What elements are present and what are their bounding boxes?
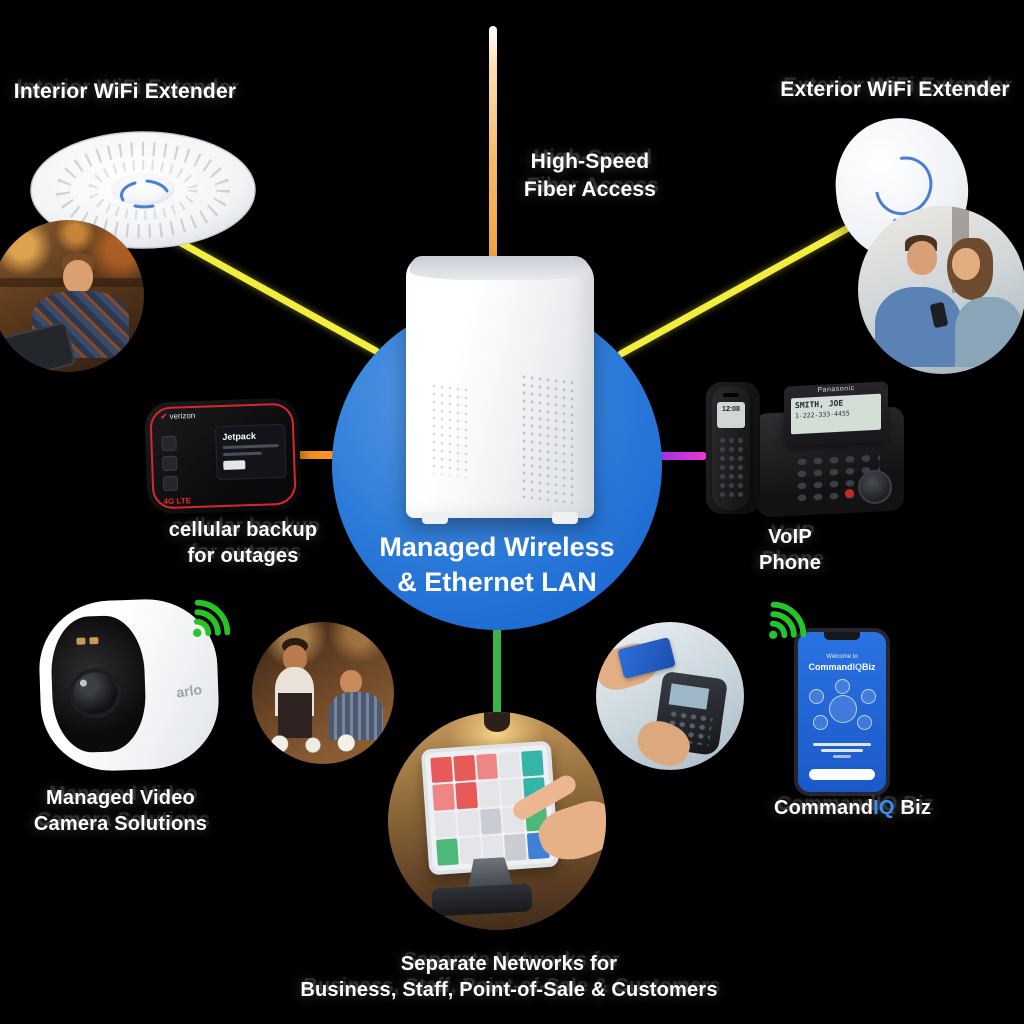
- photo-shirt: [328, 691, 383, 740]
- handset-keypad: [718, 436, 744, 500]
- caller-number: 1-222-333-4455: [795, 409, 850, 421]
- camera-sensor: [76, 637, 86, 645]
- app-device-map: [809, 679, 876, 733]
- wifi-signal-icon: [746, 582, 825, 661]
- photo-coffee-cups: [263, 732, 375, 756]
- phone-handset: 12:08: [712, 386, 750, 510]
- handset-earpiece: [723, 393, 739, 397]
- phone-lcd: SMITH, JOE 1-222-333-4455: [791, 393, 881, 435]
- photo-face: [283, 644, 308, 672]
- brand-check-icon: ✔: [160, 411, 168, 422]
- voip-line: [650, 452, 707, 460]
- jetpack-4glte-badge: 4G LTE: [163, 496, 192, 507]
- router-foot: [552, 512, 578, 524]
- phone-nav-dial: [858, 470, 892, 504]
- photo-lamp: [483, 712, 511, 732]
- router-foot: [422, 512, 448, 524]
- jetpack-screen: Jetpack: [214, 423, 287, 481]
- app-hub-node: [829, 695, 857, 723]
- pos-printer-base: [430, 883, 533, 918]
- hub-label-line2: & Ethernet LAN: [397, 567, 597, 598]
- wifi-extender-right-line: [616, 221, 856, 359]
- app-screen: Welcome to CommandIQBiz: [798, 632, 886, 792]
- label-exterior-wifi-extender: Exterior WiFi Extender: [780, 78, 1010, 101]
- hub-label-line1: Managed Wireless: [379, 532, 615, 562]
- jetpack-screen-bar: [222, 451, 263, 456]
- hub-label: Managed Wireless & Ethernet LAN: [332, 530, 662, 600]
- app-node: [813, 715, 828, 730]
- app-text-lines: [813, 743, 871, 758]
- pos-lan-line: [493, 618, 501, 742]
- photo-face: [340, 670, 363, 695]
- cellular-backup-line: [290, 451, 342, 459]
- app-node: [809, 689, 824, 704]
- photo-top: [955, 296, 1023, 368]
- jetpack-brand: ✔ verizon: [160, 410, 196, 422]
- photo-face: [63, 259, 94, 294]
- label-interior-wifi-extender: Interior WiFi Extender: [13, 80, 237, 103]
- app-title: CommandIQBiz: [808, 662, 876, 672]
- camera-sensor: [89, 636, 99, 645]
- photo-card-payment: [596, 622, 744, 770]
- handset-screen: 12:08: [717, 402, 745, 428]
- label-cellular-backup: cellular backup for outages: [168, 519, 318, 568]
- fiber-line: [489, 26, 497, 310]
- photo-face: [952, 248, 981, 280]
- photo-man-tablet: [0, 220, 144, 372]
- app-node: [857, 715, 872, 730]
- photo-apron: [277, 693, 312, 739]
- app-get-started-button: [809, 769, 875, 780]
- router-vents: [520, 372, 578, 505]
- phone-display-panel: Panasonic SMITH, JOE 1-222-333-4455: [784, 381, 888, 447]
- app-welcome-text: Welcome to: [826, 654, 858, 660]
- photo-background: [252, 622, 394, 679]
- camera-face: [50, 614, 148, 754]
- label-commandiq-biz: CommandIQ Biz: [773, 797, 932, 819]
- label-voip-phone: VoIP Phone: [758, 526, 822, 575]
- app-node: [861, 689, 876, 704]
- label-fiber-access: High-Speed Fiber Access: [523, 150, 657, 201]
- photo-denim-shirt: [874, 286, 963, 368]
- jetpack-screen-title: Jetpack: [222, 430, 257, 443]
- router-vents: [430, 381, 468, 479]
- jetpack-hotspot-device: ✔ verizon Jetpack 4G LTE: [144, 397, 302, 515]
- jetpack-buttons: [161, 435, 179, 492]
- jetpack-button: [161, 435, 177, 452]
- photo-couple-phone: [858, 206, 1024, 374]
- commandiq-accent: IQ: [873, 797, 895, 819]
- jetpack-button: [161, 455, 178, 472]
- router-top-face: [410, 256, 590, 280]
- photo-face: [906, 241, 937, 276]
- camera-lens: [68, 667, 123, 720]
- photo-tablet: [0, 321, 77, 372]
- voip-phone-device: 12:08 Panasonic SMITH, JOE 1-222-333-445…: [698, 380, 906, 520]
- pos-system-photo: [388, 712, 606, 930]
- photo-pointing-hand: [509, 772, 606, 869]
- label-separate-networks: Separate Networks for Business, Staff, P…: [300, 953, 718, 1002]
- router-device: [406, 256, 594, 524]
- label-managed-video: Managed Video Camera Solutions: [33, 787, 208, 836]
- jetpack-button: [162, 475, 179, 492]
- app-node: [835, 679, 850, 694]
- jetpack-screen-bar: [222, 444, 279, 450]
- phone-red-key: [845, 489, 854, 498]
- commandiq-app-phone: Welcome to CommandIQBiz: [794, 628, 890, 796]
- photo-cafe-staff: [252, 622, 394, 764]
- phone-notch: [824, 632, 860, 640]
- jetpack-menu-key: [223, 460, 246, 470]
- wifi-signal-icon: [170, 580, 249, 659]
